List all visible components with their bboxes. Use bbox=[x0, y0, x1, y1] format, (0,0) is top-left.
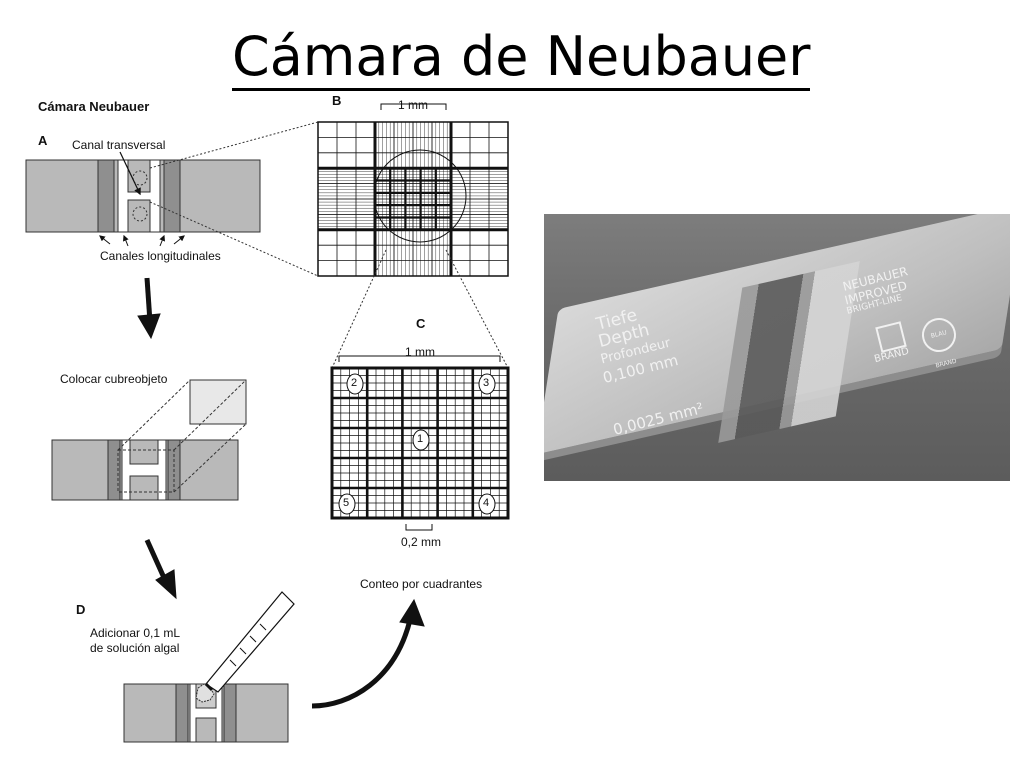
panel-a-heading: Cámara Neubauer bbox=[38, 99, 150, 114]
chamber-coverslip bbox=[51, 379, 247, 501]
chamber-d bbox=[123, 683, 289, 743]
panel-b-letter: B bbox=[332, 93, 342, 108]
panel-c-letter: C bbox=[416, 316, 426, 331]
quadrant-4: 4 bbox=[483, 497, 490, 509]
flow-arrows bbox=[137, 277, 425, 709]
label-adicionar-line2: de solución algal bbox=[90, 641, 180, 655]
panel-a-letter: A bbox=[38, 133, 48, 148]
chamber-photo: Tiefe Depth Profondeur 0,100 mm 0,0025 m… bbox=[544, 214, 1010, 481]
pipette-icon bbox=[204, 591, 295, 693]
label-conteo: Conteo por cuadrantes bbox=[360, 577, 483, 591]
panel-c-scale-bottom: 0,2 mm bbox=[401, 535, 442, 549]
label-canales-longitudinales: Canales longitudinales bbox=[100, 249, 221, 263]
quadrant-5: 5 bbox=[343, 497, 350, 509]
label-colocar-cubreobjeto: Colocar cubreobjeto bbox=[60, 372, 168, 386]
quadrant-2: 2 bbox=[351, 377, 358, 389]
chamber-a bbox=[25, 121, 319, 277]
label-adicionar-line1: Adicionar 0,1 mL bbox=[90, 626, 181, 640]
quadrant-1: 1 bbox=[417, 433, 424, 445]
panel-d-letter: D bbox=[76, 602, 86, 617]
grid-b bbox=[317, 103, 509, 369]
quadrant-markers bbox=[338, 373, 496, 515]
slide-title: Cámara de Neubauer bbox=[232, 28, 811, 91]
panel-c-scale-top: 1 mm bbox=[405, 345, 435, 359]
quadrant-3: 3 bbox=[483, 377, 490, 389]
panel-b-scale: 1 mm bbox=[398, 98, 428, 112]
label-canal-transversal: Canal transversal bbox=[72, 138, 166, 152]
